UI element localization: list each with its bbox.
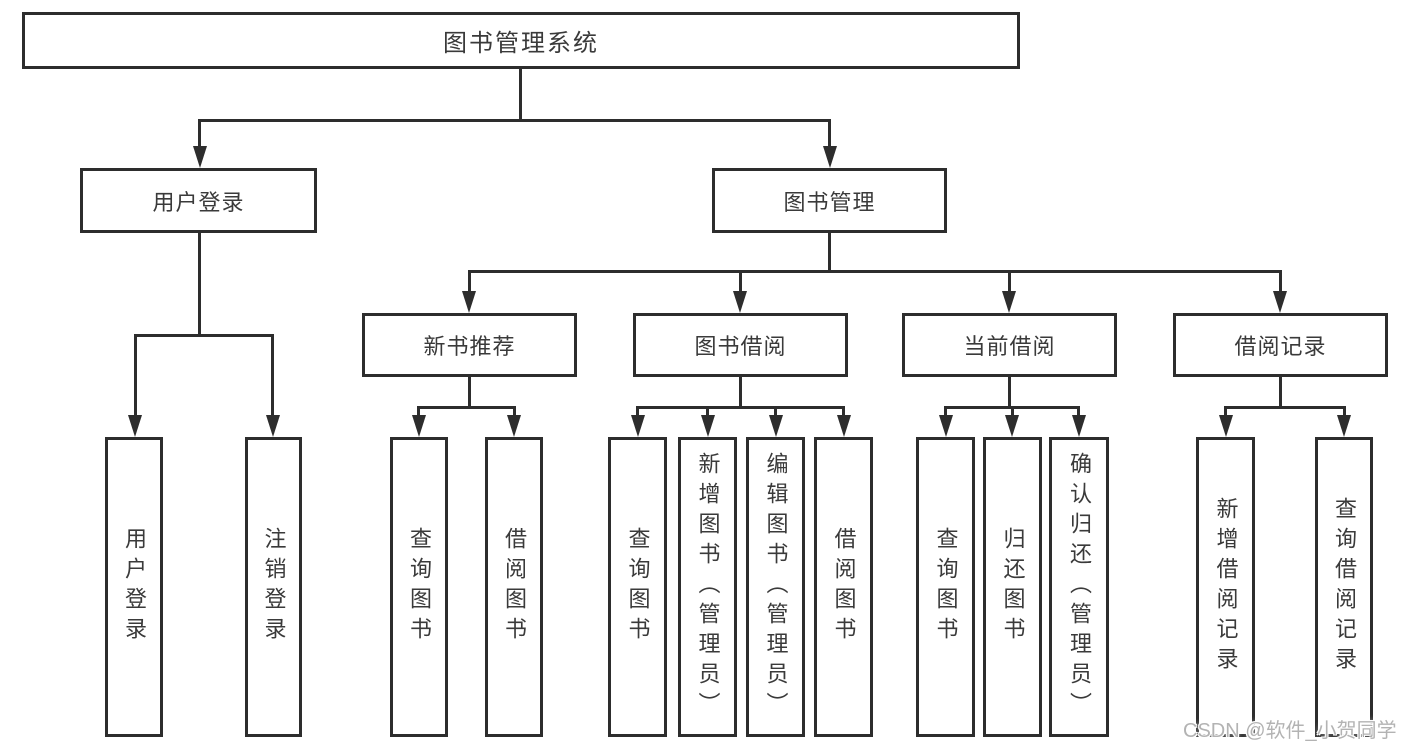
arrow-down-icon (462, 291, 476, 313)
connector-line (417, 406, 420, 417)
leaf-query-books-current: 查询图书 (916, 437, 975, 737)
connector-line (636, 406, 845, 409)
leaf-query-borrow-record-label: 查询借阅记录 (1332, 497, 1357, 677)
connector-line (198, 233, 201, 335)
connector-line (1224, 406, 1345, 409)
arrow-down-icon (1002, 291, 1016, 313)
leaf-borrow-books: 借阅图书 (814, 437, 873, 737)
connector-line (198, 119, 201, 147)
leaf-edit-book-admin-label: 编辑图书（管理员） (763, 452, 789, 722)
connector-line (468, 270, 471, 292)
arrow-down-icon (939, 415, 953, 437)
connector-line (134, 334, 274, 337)
arrow-down-icon (1337, 415, 1351, 437)
leaf-query-borrow-record: 查询借阅记录 (1315, 437, 1373, 737)
node-user-login: 用户登录 (80, 168, 317, 233)
leaf-add-book-admin-label: 新增图书（管理员） (695, 452, 721, 722)
leaf-add-book-admin: 新增图书（管理员） (678, 437, 737, 737)
leaf-add-borrow-record-label: 新增借阅记录 (1213, 497, 1239, 677)
arrow-down-icon (823, 146, 837, 168)
arrow-down-icon (733, 291, 747, 313)
connector-line (706, 406, 709, 417)
connector-line (519, 69, 522, 120)
node-borrowing-records: 借阅记录 (1173, 313, 1388, 377)
connector-line (1008, 377, 1011, 407)
connector-line (774, 406, 777, 417)
arrow-down-icon (1072, 415, 1086, 437)
connector-line (636, 406, 639, 417)
leaf-confirm-return-admin: 确认归还（管理员） (1049, 437, 1109, 737)
node-book-management: 图书管理 (712, 168, 947, 233)
leaf-confirm-return-admin-label: 确认归还（管理员） (1067, 452, 1092, 722)
arrow-down-icon (1273, 291, 1287, 313)
arrow-down-icon (128, 415, 142, 437)
node-current-borrowing-label: 当前借阅 (963, 334, 1056, 359)
arrow-down-icon (837, 415, 851, 437)
leaf-query-books-recommend: 查询图书 (390, 437, 448, 737)
arrow-down-icon (193, 146, 207, 168)
leaf-query-books-recommend-label: 查询图书 (407, 527, 432, 647)
leaf-logout: 注销登录 (245, 437, 302, 737)
arrow-down-icon (1005, 415, 1019, 437)
connector-line (198, 119, 831, 122)
connector-line (828, 119, 831, 147)
connector-line (468, 270, 1282, 273)
node-book-borrowing: 图书借阅 (633, 313, 848, 377)
connector-line (1279, 377, 1282, 407)
leaf-user-login-label: 用户登录 (122, 527, 147, 647)
leaf-borrow-books-recommend-label: 借阅图书 (502, 527, 527, 647)
leaf-add-borrow-record: 新增借阅记录 (1196, 437, 1255, 737)
node-current-borrowing: 当前借阅 (902, 313, 1117, 377)
leaf-borrow-books-label: 借阅图书 (831, 527, 857, 647)
leaf-return-books-label: 归还图书 (1000, 527, 1026, 647)
arrow-down-icon (769, 415, 783, 437)
connector-line (418, 406, 516, 409)
connector-line (944, 406, 947, 417)
node-book-borrowing-label: 图书借阅 (694, 334, 787, 359)
arrow-down-icon (266, 415, 280, 437)
arrow-down-icon (701, 415, 715, 437)
connector-line (739, 270, 742, 292)
arrow-down-icon (631, 415, 645, 437)
leaf-edit-book-admin: 编辑图书（管理员） (746, 437, 805, 737)
arrow-down-icon (412, 415, 426, 437)
node-book-management-label: 图书管理 (783, 189, 876, 215)
connector-line (271, 334, 274, 416)
connector-line (1011, 406, 1014, 417)
connector-line (842, 406, 845, 417)
node-borrowing-records-label: 借阅记录 (1234, 334, 1327, 359)
arrow-down-icon (1219, 415, 1233, 437)
connector-line (1077, 406, 1080, 417)
leaf-user-login: 用户登录 (105, 437, 163, 737)
node-new-book-recommend-label: 新书推荐 (423, 334, 516, 359)
connector-line (134, 334, 137, 416)
connector-line (1343, 406, 1346, 417)
connector-line (468, 377, 471, 407)
leaf-query-books-borrowing-label: 查询图书 (625, 527, 651, 647)
node-new-book-recommend: 新书推荐 (362, 313, 577, 377)
connector-line (513, 406, 516, 417)
connector-line (739, 377, 742, 407)
connector-line (828, 233, 831, 273)
node-library-system: 图书管理系统 (22, 12, 1020, 69)
arrow-down-icon (507, 415, 521, 437)
leaf-logout-label: 注销登录 (261, 527, 287, 647)
node-library-system-label: 图书管理系统 (443, 30, 599, 57)
watermark: CSDN @软件_小贺同学 (1183, 720, 1397, 742)
connector-line (1008, 270, 1011, 292)
leaf-query-books-current-label: 查询图书 (933, 527, 959, 647)
leaf-query-books-borrowing: 查询图书 (608, 437, 667, 737)
connector-line (1279, 270, 1282, 292)
connector-line (1224, 406, 1227, 417)
leaf-borrow-books-recommend: 借阅图书 (485, 437, 543, 737)
node-user-login-label: 用户登录 (152, 189, 245, 215)
leaf-return-books: 归还图书 (983, 437, 1042, 737)
